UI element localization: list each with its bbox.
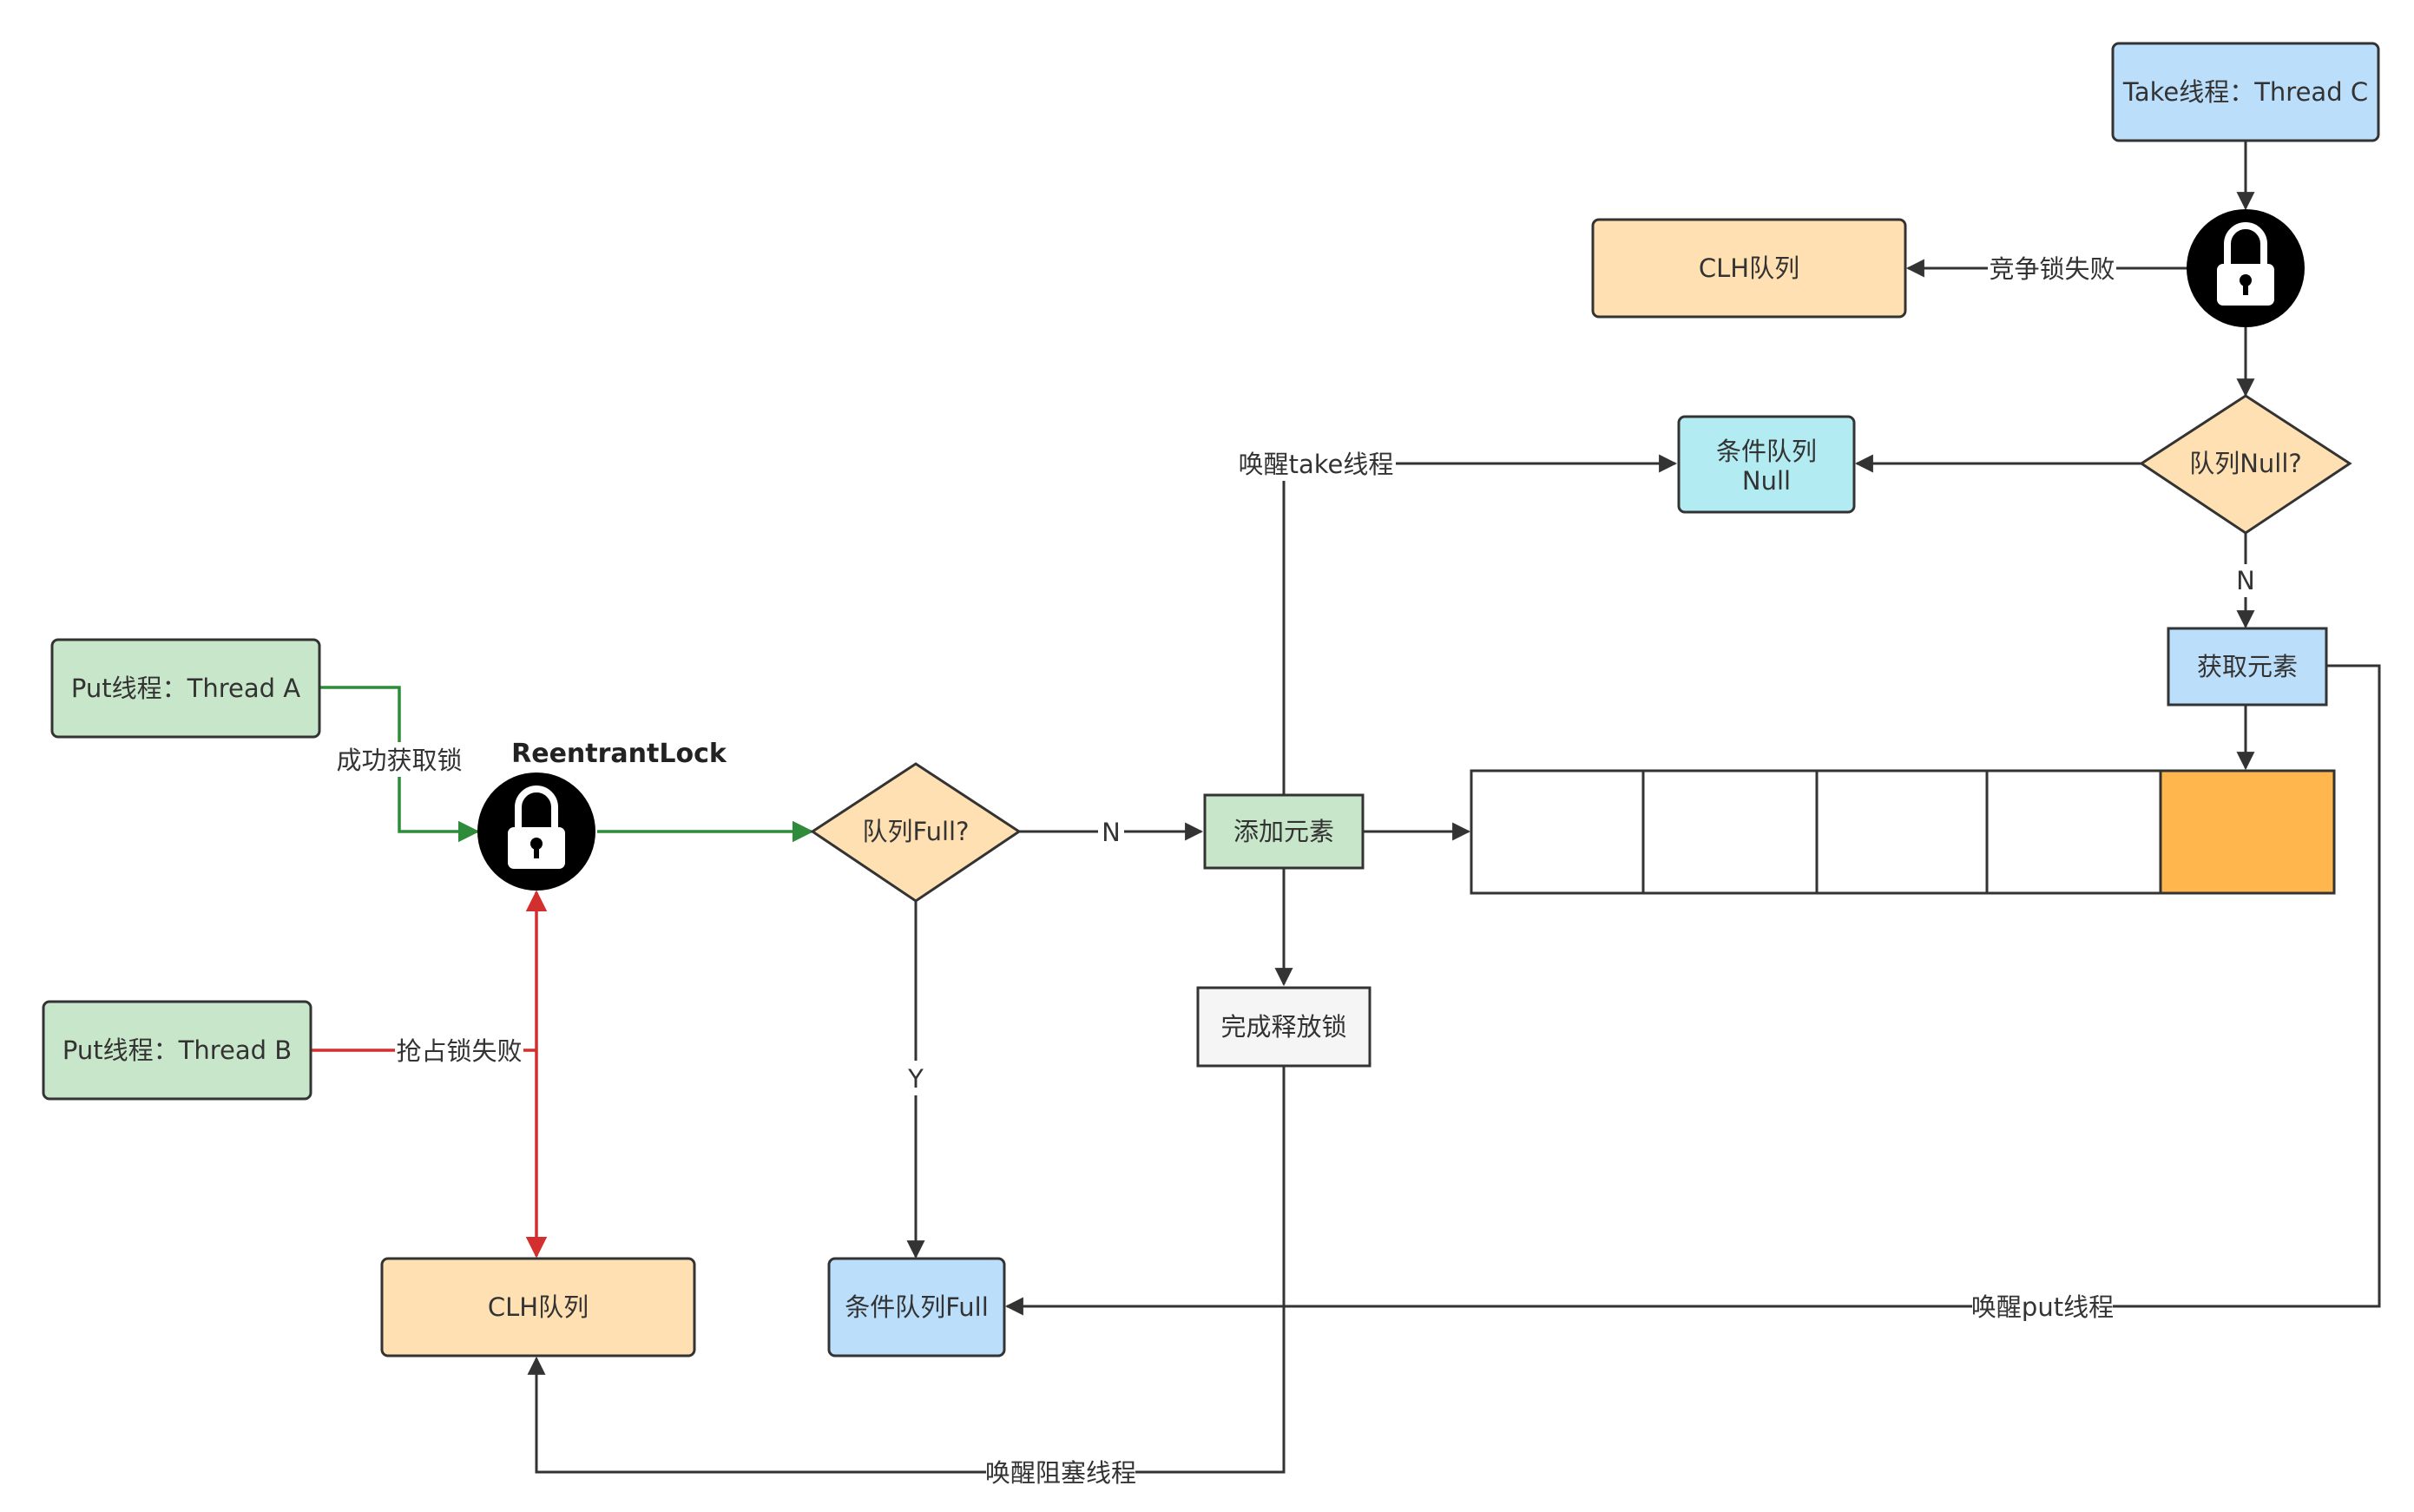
edge-label-full-no: N bbox=[1098, 816, 1124, 849]
edge-get-to-condition-full bbox=[1004, 664, 2381, 1316]
svg-text:条件队列: 条件队列 bbox=[1716, 437, 1817, 466]
svg-text:CLH队列: CLH队列 bbox=[488, 1292, 589, 1322]
thread-b-node[interactable]: Put线程：Thread B bbox=[42, 1000, 312, 1101]
svg-text:Put线程：Thread B: Put线程：Thread B bbox=[62, 1035, 292, 1065]
svg-text:唤醒阻塞线程: 唤醒阻塞线程 bbox=[985, 1458, 1136, 1488]
edge-label-acquire-success: 成功获取锁 bbox=[334, 742, 464, 777]
svg-text:Take线程：Thread C: Take线程：Thread C bbox=[2122, 77, 2368, 107]
release-lock-node[interactable]: 完成释放锁 bbox=[1196, 986, 1371, 1068]
edge-label-wake-take: 唤醒take线程 bbox=[1239, 446, 1396, 481]
queue-cell bbox=[1470, 769, 1645, 895]
lock-title: ReentrantLock bbox=[511, 739, 727, 769]
get-element-node[interactable]: 获取元素 bbox=[2167, 627, 2328, 707]
edge-label-full-yes: Y bbox=[903, 1061, 929, 1095]
edge-label-null-no: N bbox=[2233, 564, 2259, 597]
svg-text:N: N bbox=[1102, 818, 1121, 847]
svg-text:Null: Null bbox=[1742, 466, 1791, 496]
queue-array bbox=[1470, 769, 2336, 895]
svg-text:唤醒take线程: 唤醒take线程 bbox=[1239, 450, 1394, 479]
svg-text:竞争锁失败: 竞争锁失败 bbox=[1989, 254, 2115, 284]
queue-null-decision[interactable]: 队列Null? bbox=[2139, 394, 2352, 535]
edge-label-wake-blocked: 唤醒阻塞线程 bbox=[985, 1455, 1136, 1489]
edge-label-acquire-fail: 抢占锁失败 bbox=[395, 1033, 523, 1068]
svg-text:抢占锁失败: 抢占锁失败 bbox=[396, 1036, 522, 1066]
svg-text:队列Full?: 队列Full? bbox=[863, 817, 970, 846]
thread-c-node[interactable]: Take线程：Thread C bbox=[2111, 42, 2380, 142]
svg-text:成功获取锁: 成功获取锁 bbox=[336, 746, 462, 775]
queue-full-decision[interactable]: 队列Full? bbox=[810, 762, 1022, 903]
add-element-node[interactable]: 添加元素 bbox=[1203, 793, 1365, 870]
condition-null-node[interactable]: 条件队列 Null bbox=[1677, 415, 1856, 514]
svg-text:条件队列Full: 条件队列Full bbox=[845, 1292, 989, 1322]
lock-icon[interactable] bbox=[2187, 209, 2305, 327]
queue-cell bbox=[1985, 769, 2162, 895]
svg-text:完成释放锁: 完成释放锁 bbox=[1220, 1012, 1346, 1042]
edge-label-compete-fail: 竞争锁失败 bbox=[1988, 251, 2116, 286]
queue-cell bbox=[1815, 769, 1989, 895]
edge-release-to-clh bbox=[527, 1066, 1286, 1474]
svg-text:添加元素: 添加元素 bbox=[1233, 817, 1334, 846]
svg-text:队列Null?: 队列Null? bbox=[2189, 449, 2302, 478]
thread-a-node[interactable]: Put线程：Thread A bbox=[50, 638, 321, 739]
svg-text:CLH队列: CLH队列 bbox=[1699, 253, 1799, 283]
svg-text:获取元素: 获取元素 bbox=[2197, 652, 2298, 681]
svg-text:Put线程：Thread A: Put线程：Thread A bbox=[71, 674, 300, 703]
edge-label-wake-put: 唤醒put线程 bbox=[1971, 1289, 2114, 1324]
clh-queue-right-node[interactable]: CLH队列 bbox=[1591, 218, 1907, 319]
lock-icon[interactable] bbox=[477, 772, 595, 891]
svg-text:N: N bbox=[2236, 566, 2255, 595]
svg-text:Y: Y bbox=[907, 1064, 924, 1094]
edge-add-to-condition-null bbox=[1282, 454, 1678, 794]
clh-queue-left-node[interactable]: CLH队列 bbox=[380, 1257, 696, 1358]
queue-cell bbox=[1641, 769, 1819, 895]
svg-text:唤醒put线程: 唤醒put线程 bbox=[1971, 1292, 2114, 1322]
queue-cell-filled bbox=[2159, 769, 2336, 895]
condition-full-node[interactable]: 条件队列Full bbox=[827, 1257, 1006, 1358]
